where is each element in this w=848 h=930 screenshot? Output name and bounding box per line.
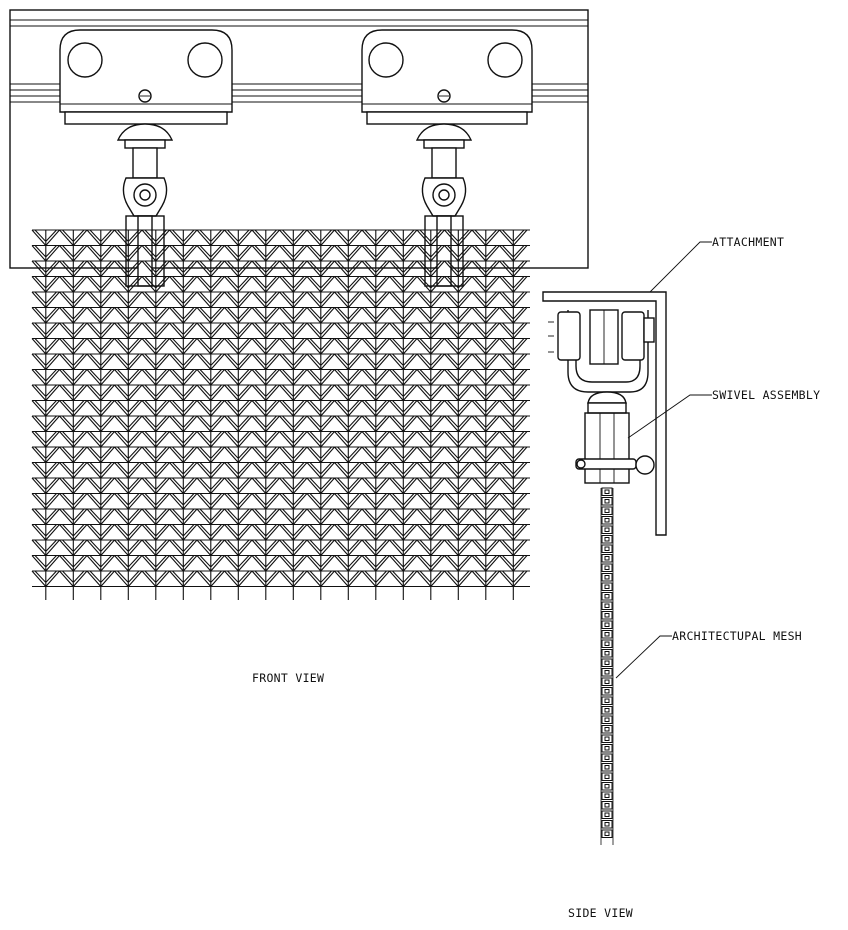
architectural-mesh-label: ARCHITECTUPAL MESH	[672, 629, 802, 643]
mesh-side-edges	[600, 488, 614, 845]
swivel-assembly-label: SWIVEL ASSEMBLY	[712, 388, 820, 402]
architectural-mesh-side	[600, 487, 614, 845]
side-swivel	[575, 391, 655, 484]
side-carriage	[548, 309, 655, 393]
swivel-right	[415, 123, 473, 287]
attachment-label: ATTACHMENT	[712, 235, 784, 249]
callout-attachment: ATTACHMENT	[649, 235, 784, 293]
callout-architectural-mesh: ARCHITECTUPAL MESH	[615, 629, 802, 679]
mesh-weave-spirals	[31, 229, 528, 600]
mesh-cross-rods	[32, 229, 530, 587]
callout-swivel-assembly: SWIVEL ASSEMBLY	[627, 388, 820, 439]
side-view-label: SIDE VIEW	[568, 906, 633, 920]
side-view: SIDE VIEW	[542, 291, 667, 920]
attachment-bracket	[542, 291, 667, 536]
carriage-left	[59, 29, 233, 125]
carriage-right	[361, 29, 533, 125]
front-view-label: FRONT VIEW	[252, 671, 324, 685]
architectural-mesh-front	[31, 229, 530, 600]
front-view: FRONT VIEW	[9, 9, 589, 685]
mesh-side-links	[601, 487, 613, 838]
